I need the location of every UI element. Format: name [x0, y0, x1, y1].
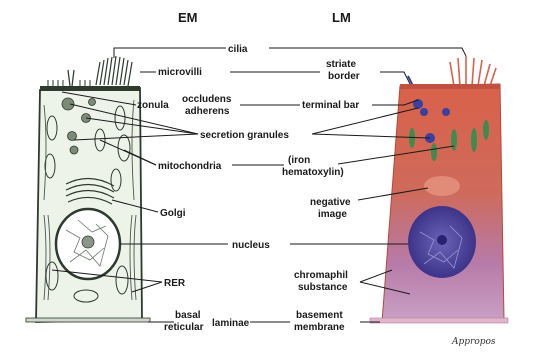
label-negative: negative — [310, 197, 351, 208]
label-border: border — [328, 71, 360, 82]
label-membrane: membrane — [294, 322, 345, 333]
em-cilia — [68, 56, 132, 86]
label-microvilli: microvilli — [158, 67, 202, 78]
label-golgi: Golgi — [160, 208, 186, 219]
label-image: image — [318, 209, 347, 220]
label-iron: (iron — [288, 155, 310, 166]
lm-basement-membrane — [370, 318, 508, 323]
label-laminae: laminae — [212, 318, 250, 329]
em-nucleolus — [82, 236, 94, 248]
label-striate: striate — [326, 59, 356, 70]
em-header: EM — [178, 10, 198, 25]
label-adherens: adherens — [185, 106, 230, 117]
label-nucleus: nucleus — [232, 240, 270, 251]
lm-header: LM — [332, 10, 351, 25]
em-apical-border — [40, 86, 140, 91]
label-chromaphil: chromaphil — [294, 270, 348, 281]
em-basal-lamina — [26, 318, 150, 322]
label-reticular: reticular — [164, 322, 204, 333]
label-mitochondria: mitochondria — [158, 161, 222, 172]
artist-signature: Appropos — [451, 337, 496, 347]
lm-striate-border — [400, 84, 500, 89]
lm-nucleolus — [437, 235, 447, 245]
label-zonula: zonula — [137, 100, 169, 111]
lm-negative-image — [424, 176, 460, 196]
label-rer: RER — [164, 278, 186, 289]
em-cell — [26, 56, 150, 322]
label-cilia: cilia — [228, 44, 248, 55]
label-basement: basement — [296, 310, 343, 321]
lm-cilia — [450, 56, 496, 86]
lm-cell — [370, 56, 508, 323]
em-cell-body — [36, 88, 142, 322]
label-hematoxylin: hematoxylin) — [282, 167, 344, 178]
lm-cell-body — [382, 84, 504, 322]
label-occludens: occludens — [182, 94, 232, 105]
label-substance: substance — [298, 282, 348, 293]
label-secretion-granules: secretion granules — [200, 130, 289, 141]
label-basal: basal — [175, 310, 201, 321]
label-terminal-bar: terminal bar — [302, 100, 359, 111]
